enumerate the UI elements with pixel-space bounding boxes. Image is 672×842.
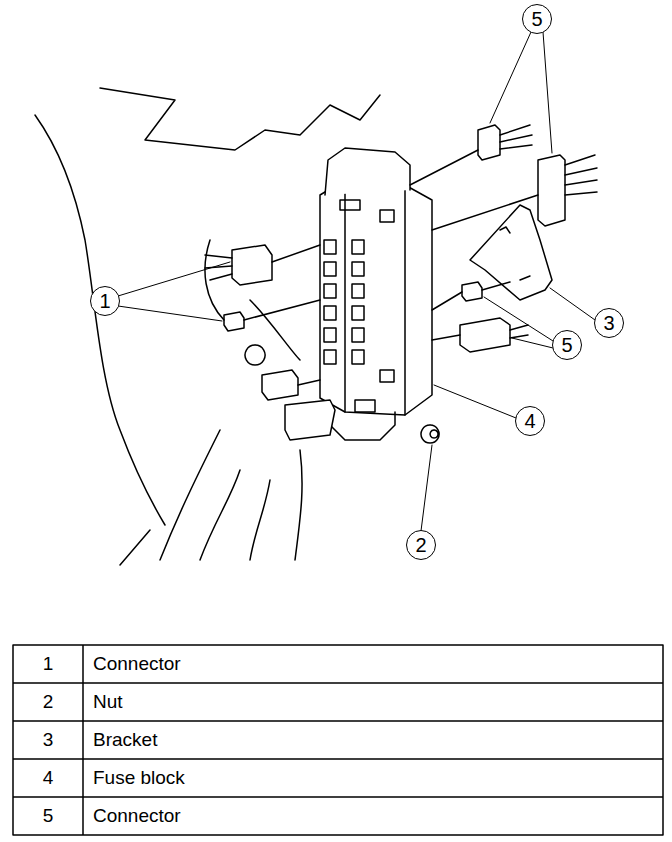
connector xyxy=(285,400,335,440)
table-number: 4 xyxy=(43,768,54,789)
dash-outline xyxy=(100,88,380,150)
connector xyxy=(478,125,500,160)
callout-number: 5 xyxy=(531,9,542,29)
connector xyxy=(232,245,272,285)
callout-circle: 3 xyxy=(594,308,624,338)
leader-line xyxy=(490,32,552,153)
table-text: Nut xyxy=(93,692,123,713)
callout-number: 4 xyxy=(524,411,535,431)
dash-outline xyxy=(120,430,302,565)
leader-line xyxy=(434,385,516,418)
leader-line xyxy=(484,297,553,348)
table-text: Bracket xyxy=(93,730,157,751)
fuse-block xyxy=(325,148,410,195)
wire xyxy=(205,240,224,320)
connector xyxy=(262,370,298,400)
callout-circle: 5 xyxy=(552,330,582,360)
table-grid xyxy=(13,645,663,835)
fuse-block xyxy=(320,180,432,415)
table-text: Connector xyxy=(93,806,181,827)
wire xyxy=(500,125,532,149)
callout-circle: 5 xyxy=(522,4,552,34)
table-number: 1 xyxy=(43,654,54,675)
leader-line xyxy=(118,262,230,321)
callout-number: 5 xyxy=(561,335,572,355)
table-text: Fuse block xyxy=(93,768,185,789)
dash-outline xyxy=(245,345,265,365)
callout-number: 3 xyxy=(603,313,614,333)
callout-number: 2 xyxy=(415,535,426,555)
leader-line xyxy=(421,445,432,531)
callout-circle: 1 xyxy=(90,286,120,316)
wire xyxy=(205,255,232,280)
callout-circle: 2 xyxy=(406,530,436,560)
connector xyxy=(538,155,565,226)
connector xyxy=(462,282,482,301)
connector xyxy=(460,318,510,352)
table-number: 3 xyxy=(43,730,54,751)
connector xyxy=(224,312,244,331)
table-number: 5 xyxy=(43,806,54,827)
callout-number: 1 xyxy=(99,291,110,311)
mating-line xyxy=(244,245,320,385)
bracket xyxy=(500,227,530,280)
nut xyxy=(421,425,439,443)
mating-line xyxy=(410,150,538,340)
table-number: 2 xyxy=(43,692,54,713)
dash-outline xyxy=(35,115,165,525)
wire xyxy=(250,300,300,360)
wire xyxy=(565,155,597,195)
fuse-slots xyxy=(324,200,394,382)
callout-circle: 4 xyxy=(515,406,545,436)
fuse-block-foot xyxy=(330,400,395,440)
table-text: Connector xyxy=(93,654,181,675)
leader-line xyxy=(550,288,595,320)
